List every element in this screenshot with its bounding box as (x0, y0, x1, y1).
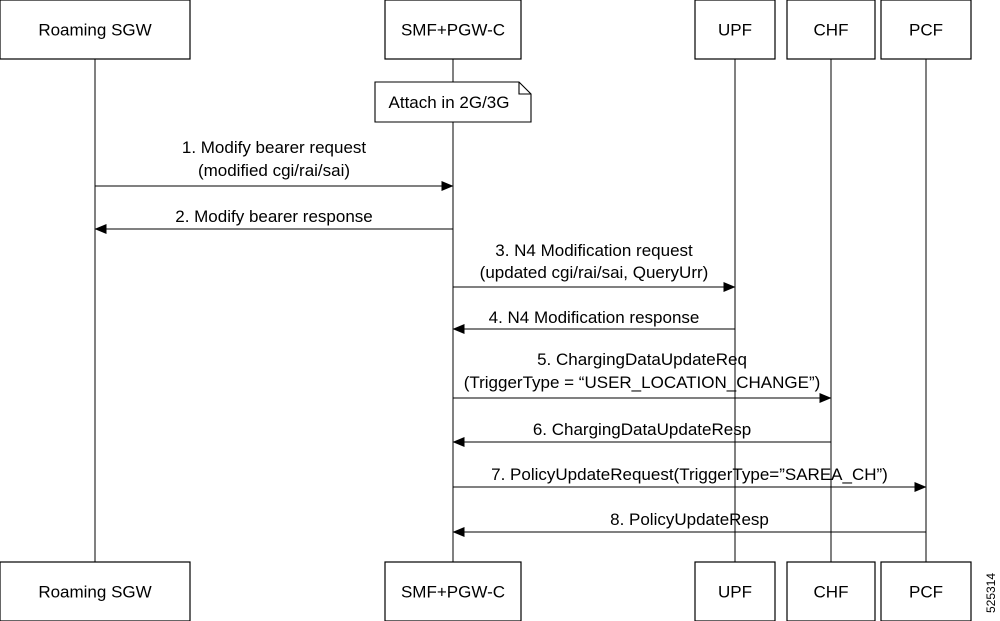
participants-top: Roaming SGW SMF+PGW-C UPF CHF PCF (0, 0, 972, 60)
messages: 1. Modify bearer request (modified cgi/ra… (94, 138, 927, 537)
participant-box-pcf-bottom (880, 561, 972, 621)
message-label-1-line-1: 1. Modify bearer request (182, 138, 367, 157)
participant-box-upf-bottom (694, 561, 776, 621)
message-label-3-line-1: 3. N4 Modification request (495, 241, 693, 260)
message-label-4-line-1: 4. N4 Modification response (489, 308, 700, 327)
participant-box-sgw-top (0, 0, 191, 60)
message-3: 3. N4 Modification request (updated cgi/r… (453, 241, 736, 292)
message-7: 7. PolicyUpdateRequest(TriggerType=”SARE… (453, 465, 927, 492)
message-1: 1. Modify bearer request (modified cgi/ra… (95, 138, 454, 191)
participant-label-smf-top: SMF+PGW-C (401, 21, 505, 40)
message-label-3-line-2: (updated cgi/rai/sai, QueryUrr) (480, 263, 709, 282)
figure-id-text: 525314 (984, 573, 998, 613)
message-5: 5. ChargingDataUpdateReq (TriggerType = “… (453, 350, 832, 403)
message-2: 2. Modify bearer response (94, 207, 453, 234)
participant-label-upf-bottom: UPF (718, 583, 752, 602)
participant-label-chf-top: CHF (814, 21, 849, 40)
participant-box-smf-bottom (384, 561, 522, 621)
participant-label-upf-top: UPF (718, 21, 752, 40)
note-text: Attach in 2G/3G (389, 93, 510, 112)
participant-box-upf-top (694, 0, 776, 60)
participant-box-sgw-bottom (0, 561, 191, 621)
message-label-5-line-2: (TriggerType = “USER_LOCATION_CHANGE”) (464, 373, 821, 392)
lifelines (94, 59, 927, 562)
participant-box-chf-top (786, 0, 876, 60)
participant-label-pcf-bottom: PCF (909, 583, 943, 602)
participant-box-pcf-top (880, 0, 972, 60)
participant-label-sgw-bottom: Roaming SGW (38, 583, 151, 602)
participant-label-pcf-top: PCF (909, 21, 943, 40)
note-box (374, 81, 532, 123)
figure-id: 525314 (984, 573, 998, 613)
note-fold (518, 82, 531, 95)
participant-label-chf-bottom: CHF (814, 583, 849, 602)
participant-box-smf-top (384, 0, 522, 60)
message-6: 6. ChargingDataUpdateResp (452, 420, 831, 447)
participant-label-sgw-top: Roaming SGW (38, 21, 151, 40)
message-label-2-line-1: 2. Modify bearer response (175, 207, 373, 226)
participant-label-smf-bottom: SMF+PGW-C (401, 583, 505, 602)
message-4: 4. N4 Modification response (452, 308, 735, 334)
attach-note: Attach in 2G/3G (374, 81, 532, 123)
message-label-5-line-1: 5. ChargingDataUpdateReq (537, 350, 747, 369)
participant-box-chf-bottom (786, 561, 876, 621)
message-label-1-line-2: (modified cgi/rai/sai) (198, 161, 350, 180)
message-label-6-line-1: 6. ChargingDataUpdateResp (533, 420, 751, 439)
message-8: 8. PolicyUpdateResp (452, 510, 926, 537)
message-label-7-line-1: 7. PolicyUpdateRequest(TriggerType=”SARE… (491, 465, 888, 484)
message-label-8-line-1: 8. PolicyUpdateResp (610, 510, 769, 529)
participants-bottom: Roaming SGW SMF+PGW-C UPF CHF PCF (0, 561, 972, 621)
